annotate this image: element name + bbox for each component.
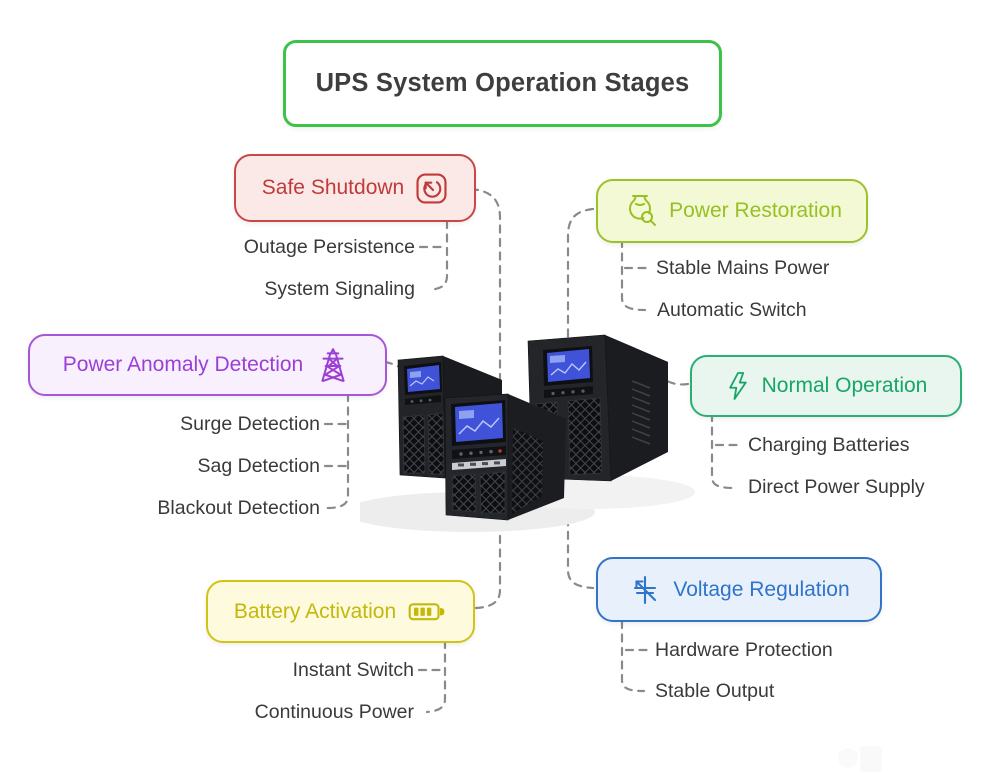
- stage-label: Power Restoration: [669, 199, 842, 222]
- stage-battery-activation: Battery Activation: [206, 580, 475, 643]
- sub-item-continuous-power: Continuous Power: [254, 701, 414, 723]
- shutdown-timer-icon: [416, 172, 447, 204]
- sub-item-stable-mains-power: Stable Mains Power: [656, 257, 830, 279]
- stage-safe-shutdown: Safe Shutdown: [234, 154, 476, 222]
- sub-item-automatic-switch: Automatic Switch: [657, 299, 807, 321]
- title-box: UPS System Operation Stages: [283, 40, 722, 127]
- sub-item-direct-power-supply: Direct Power Supply: [748, 476, 925, 498]
- watermark-shape: [860, 746, 882, 772]
- sub-item-sag-detection: Sag Detection: [197, 455, 321, 477]
- stage-voltage-regulation: Voltage Regulation: [596, 557, 882, 622]
- voltage-regulator-icon: [634, 575, 657, 604]
- sub-item-instant-switch: Instant Switch: [292, 659, 414, 681]
- stage-label: Battery Activation: [233, 599, 397, 623]
- connector-battery-items: [425, 639, 447, 714]
- sub-item-blackout-detection: Blackout Detection: [157, 497, 320, 519]
- sub-item-system-signaling: System Signaling: [264, 278, 415, 300]
- sub-item-hardware-protection: Hardware Protection: [655, 639, 833, 661]
- sub-item-surge-detection: Surge Detection: [180, 413, 320, 435]
- connector-normal-items: [710, 412, 737, 490]
- connector-anomaly-items: [325, 392, 350, 510]
- stage-label: Normal Operation: [761, 374, 928, 397]
- ups-tower-middle: [444, 393, 566, 521]
- connector-voltage-items: [620, 619, 646, 693]
- connector-safe-shutdown-items: [427, 219, 449, 292]
- vase-restoration-icon: [629, 195, 657, 226]
- lightning-bolt-icon: [728, 372, 747, 400]
- stage-power-anomaly-detection: Power Anomaly Detection: [28, 334, 387, 396]
- transmission-tower-icon: [321, 348, 345, 382]
- stage-label: Safe Shutdown: [261, 176, 405, 199]
- connector-power-restoration-items: [620, 238, 647, 312]
- stage-label: Voltage Regulation: [673, 577, 850, 601]
- sub-item-outage-persistence: Outage Persistence: [243, 236, 415, 258]
- sub-item-stable-output: Stable Output: [655, 680, 775, 702]
- page-title: UPS System Operation Stages: [315, 69, 690, 97]
- watermark-shape: [838, 748, 858, 768]
- stage-label: Power Anomaly Detection: [62, 353, 304, 376]
- stage-normal-operation: Normal Operation: [690, 355, 962, 417]
- sub-item-charging-batteries: Charging Batteries: [748, 434, 910, 456]
- ups-devices-image: [360, 334, 695, 532]
- stage-power-restoration: Power Restoration: [596, 179, 868, 243]
- battery-icon: [408, 603, 445, 621]
